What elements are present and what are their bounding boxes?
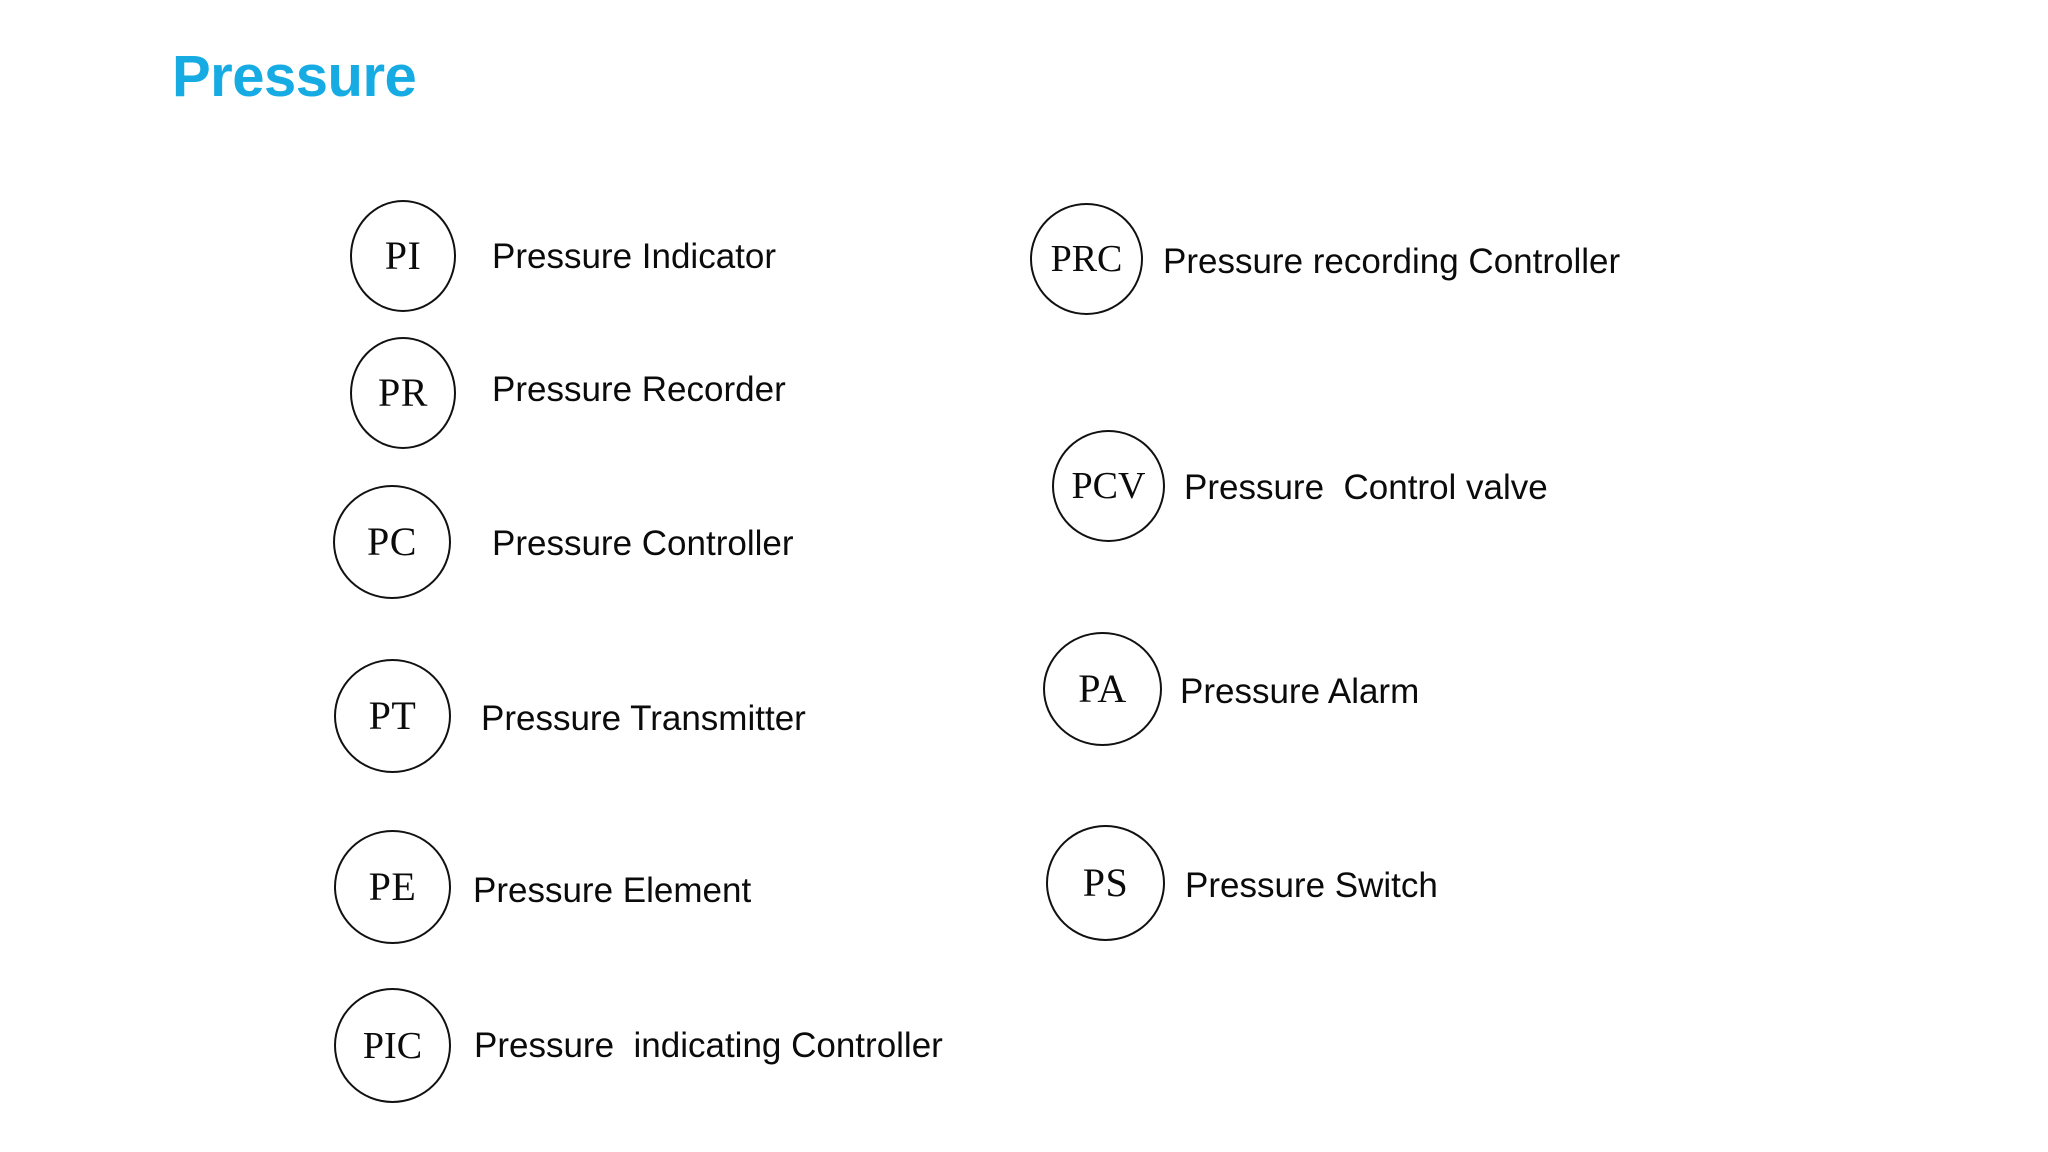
symbol-tag-pe: PE xyxy=(368,864,417,909)
symbol-bubble-pa[interactable]: PA xyxy=(1043,632,1162,746)
legend-label-pcv: Pressure Control valve xyxy=(1184,468,1548,507)
symbol-tag-pc: PC xyxy=(367,519,417,564)
symbol-tag-pic: PIC xyxy=(362,1024,423,1067)
symbol-tag-pi: PI xyxy=(384,233,422,278)
legend-label-pt: Pressure Transmitter xyxy=(481,699,806,738)
symbol-tag-pt: PT xyxy=(368,693,417,738)
symbol-tag-pr: PR xyxy=(378,370,428,415)
symbol-bubble-ps[interactable]: PS xyxy=(1046,825,1165,941)
symbol-bubble-pe[interactable]: PE xyxy=(334,830,451,944)
symbol-bubble-pc[interactable]: PC xyxy=(333,485,451,599)
symbol-bubble-pt[interactable]: PT xyxy=(334,659,451,773)
legend-label-pr: Pressure Recorder xyxy=(492,370,786,409)
legend-label-pi: Pressure Indicator xyxy=(492,237,777,276)
symbol-tag-prc: PRC xyxy=(1050,238,1123,280)
symbol-bubble-pi[interactable]: PI xyxy=(350,200,456,312)
symbol-bubble-prc[interactable]: PRC xyxy=(1030,203,1143,315)
legend-label-pic: Pressure indicating Controller xyxy=(474,1026,943,1065)
symbol-bubble-pr[interactable]: PR xyxy=(350,337,456,449)
legend-label-ps: Pressure Switch xyxy=(1185,866,1438,905)
legend-label-prc: Pressure recording Controller xyxy=(1163,242,1621,281)
symbol-tag-ps: PS xyxy=(1082,860,1129,905)
page-title: Pressure xyxy=(172,44,417,109)
legend-label-pe: Pressure Element xyxy=(473,871,752,910)
symbol-bubble-pic[interactable]: PIC xyxy=(334,988,451,1103)
symbol-tag-pa: PA xyxy=(1078,666,1127,711)
legend-label-pc: Pressure Controller xyxy=(492,524,794,563)
legend-label-pa: Pressure Alarm xyxy=(1180,672,1420,711)
symbol-tag-pcv: PCV xyxy=(1071,465,1146,507)
symbol-bubble-pcv[interactable]: PCV xyxy=(1052,430,1165,542)
